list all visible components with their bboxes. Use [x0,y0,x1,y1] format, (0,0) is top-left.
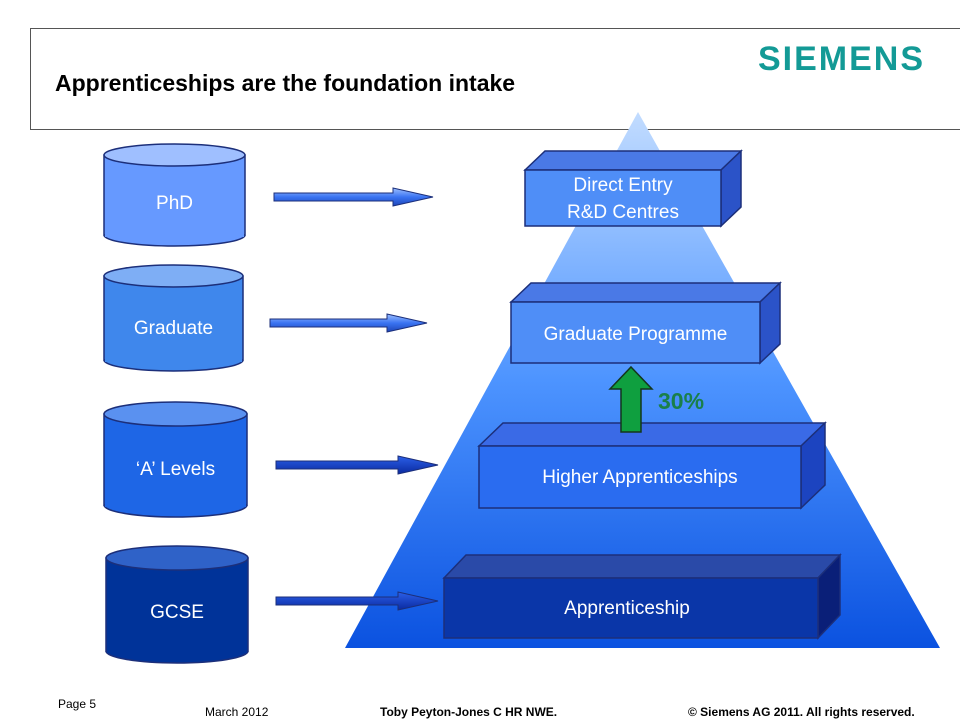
flow-arrow-a-levels [275,455,439,475]
source-cylinder-a-levels: ‘A’ Levels [103,401,248,518]
flow-arrow-phd [273,187,434,207]
level-label-graduate-programme: Graduate Programme [544,324,728,345]
footer-copyright: © Siemens AG 2011. All rights reserved. [688,705,915,719]
level-label-direct-entry-line1: Direct Entry [573,175,673,196]
header-frame [30,28,960,130]
source-cylinder-gcse: GCSE [105,545,249,664]
level-box-direct-entry: Direct Entry R&D Centres [523,149,743,228]
source-label-phd: PhD [156,193,193,214]
footer-page-number: Page 5 [58,697,97,711]
progression-percent: 30% [658,388,704,414]
footer-author: Toby Peyton-Jones C HR NWE. [380,705,558,719]
source-cylinder-graduate: Graduate [103,264,244,372]
progression-up-arrow [608,365,654,433]
source-cylinder-phd: PhD [103,143,246,247]
source-label-gcse: GCSE [150,602,204,623]
level-box-higher-apprenticeships: Higher Apprenticeships [477,421,827,510]
level-label-direct-entry-line2: R&D Centres [567,202,679,223]
siemens-logo: SIEMENS [758,40,926,78]
flow-arrow-gcse [275,591,439,611]
level-box-apprenticeship: Apprenticeship [442,553,842,640]
flow-arrow-graduate [269,313,428,333]
footer-date: March 2012 [205,705,269,719]
source-label-graduate: Graduate [134,318,213,339]
source-label-a-levels: ‘A’ Levels [136,459,215,480]
level-label-higher-apprenticeships: Higher Apprenticeships [542,467,737,488]
level-label-apprenticeship: Apprenticeship [564,598,690,619]
slide-title: Apprenticeships are the foundation intak… [55,70,516,96]
level-box-graduate-programme: Graduate Programme [509,281,782,365]
